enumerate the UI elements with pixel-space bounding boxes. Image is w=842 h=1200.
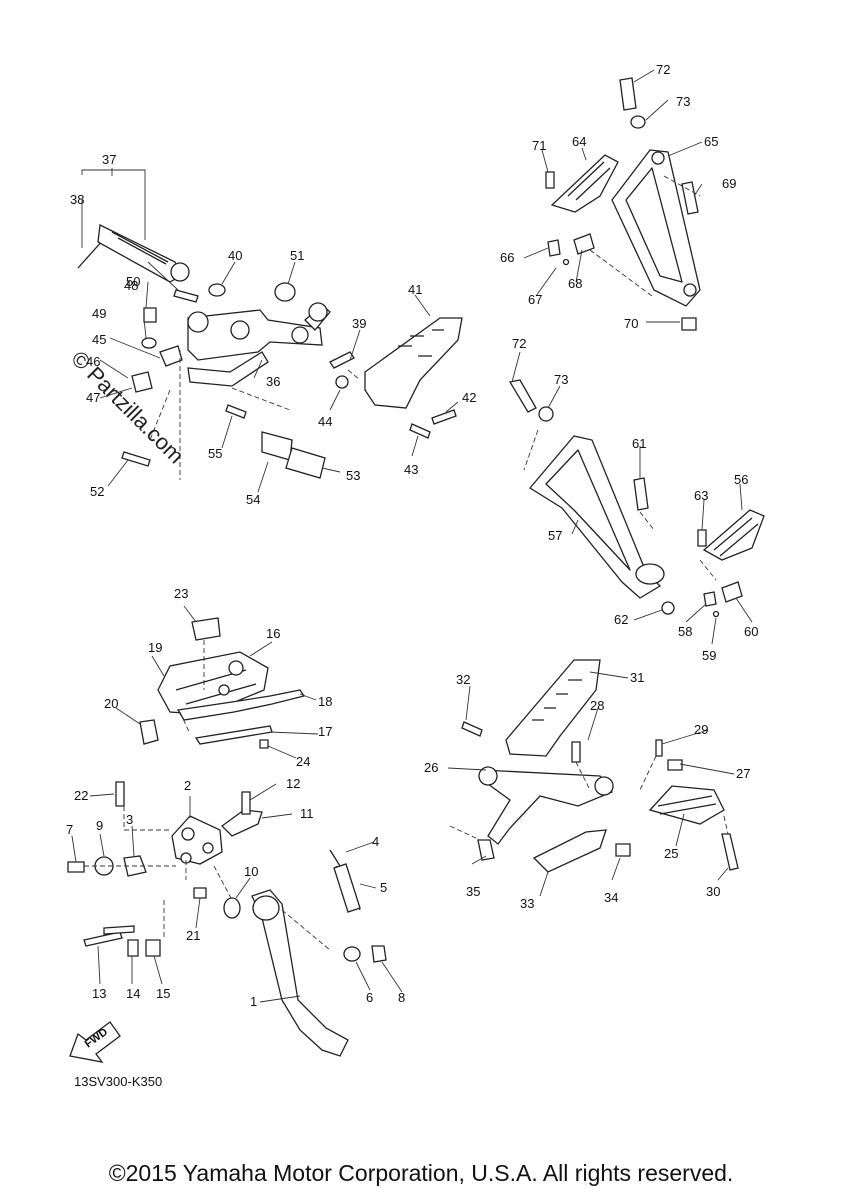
callout-48: 48 (124, 278, 138, 293)
callout-36: 36 (266, 374, 280, 389)
callout-63: 63 (694, 488, 708, 503)
rear-footrest-assembly (447, 659, 739, 897)
callout-30: 30 (706, 884, 720, 899)
callout-45: 45 (92, 332, 106, 347)
callout-4: 4 (372, 834, 379, 849)
callout-32: 32 (456, 672, 470, 687)
callout-51: 51 (290, 248, 304, 263)
callout-71: 71 (532, 138, 546, 153)
callout-31: 31 (630, 670, 644, 685)
callout-labels: 1 2 3 4 5 6 7 8 9 10 11 12 13 14 15 16 1… (66, 62, 758, 1009)
callout-64: 64 (572, 134, 586, 149)
callout-59: 59 (702, 648, 716, 663)
copyright-notice: ©2015 Yamaha Motor Corporation, U.S.A. A… (108, 1160, 734, 1186)
callout-34: 34 (604, 890, 618, 905)
callout-15: 15 (156, 986, 170, 1001)
callout-50: 50 (126, 274, 140, 289)
callout-44: 44 (318, 414, 332, 429)
callout-62: 62 (614, 612, 628, 627)
callout-8: 8 (398, 990, 405, 1005)
rider-footrest-left-assembly (77, 168, 463, 493)
callout-53: 53 (346, 468, 360, 483)
callout-38: 38 (70, 192, 84, 207)
callout-2: 2 (184, 778, 191, 793)
fwd-arrow-icon: FWD (69, 1021, 121, 1063)
callout-46: 46 (86, 354, 100, 369)
callout-57: 57 (548, 528, 562, 543)
callout-11: 11 (300, 806, 314, 821)
callout-18: 18 (318, 694, 332, 709)
callout-47: 47 (86, 390, 100, 405)
callout-13: 13 (92, 986, 106, 1001)
callout-21: 21 (186, 928, 200, 943)
callout-69: 69 (722, 176, 736, 191)
callout-35: 35 (466, 884, 480, 899)
callout-28: 28 (590, 698, 604, 713)
callout-29: 29 (694, 722, 708, 737)
callout-67: 67 (528, 292, 542, 307)
diagram-reference: 13SV300-K350 (74, 1074, 162, 1089)
callout-14: 14 (126, 986, 140, 1001)
callout-16: 16 (266, 626, 280, 641)
callout-23: 23 (174, 586, 188, 601)
callout-19: 19 (148, 640, 162, 655)
callout-3: 3 (126, 812, 133, 827)
callout-60: 60 (744, 624, 758, 639)
callout-43: 43 (404, 462, 418, 477)
callout-27: 27 (736, 766, 750, 781)
callout-5: 5 (380, 880, 387, 895)
passenger-footrest-lower-assembly (508, 351, 765, 645)
callout-7: 7 (66, 822, 73, 837)
callout-26: 26 (424, 760, 438, 775)
callout-39: 39 (352, 316, 366, 331)
callout-12: 12 (286, 776, 300, 791)
callout-56: 56 (734, 472, 748, 487)
passenger-footrest-upper-assembly (523, 69, 703, 331)
callout-65: 65 (704, 134, 718, 149)
callout-1: 1 (250, 994, 257, 1009)
callout-58: 58 (678, 624, 692, 639)
callout-73-upper: 73 (676, 94, 690, 109)
callout-25: 25 (664, 846, 678, 861)
callout-42: 42 (462, 390, 476, 405)
callout-55: 55 (208, 446, 222, 461)
callout-37: 37 (102, 152, 116, 167)
callout-6: 6 (366, 990, 373, 1005)
callout-54: 54 (246, 492, 260, 507)
callout-68: 68 (568, 276, 582, 291)
callout-9: 9 (96, 818, 103, 833)
callout-52: 52 (90, 484, 104, 499)
callout-49: 49 (92, 306, 106, 321)
callout-61: 61 (632, 436, 646, 451)
callout-20: 20 (104, 696, 118, 711)
callout-22: 22 (74, 788, 88, 803)
callout-33: 33 (520, 896, 534, 911)
cover-bracket-assembly (115, 605, 319, 759)
callout-73-lower: 73 (554, 372, 568, 387)
callout-70: 70 (624, 316, 638, 331)
side-stand-assembly (67, 781, 403, 1057)
callout-72-upper: 72 (656, 62, 670, 77)
callout-66: 66 (500, 250, 514, 265)
callout-72-lower: 72 (512, 336, 526, 351)
callout-40: 40 (228, 248, 242, 263)
callout-10: 10 (244, 864, 258, 879)
callout-24: 24 (296, 754, 310, 769)
callout-41: 41 (408, 282, 422, 297)
callout-17: 17 (318, 724, 332, 739)
